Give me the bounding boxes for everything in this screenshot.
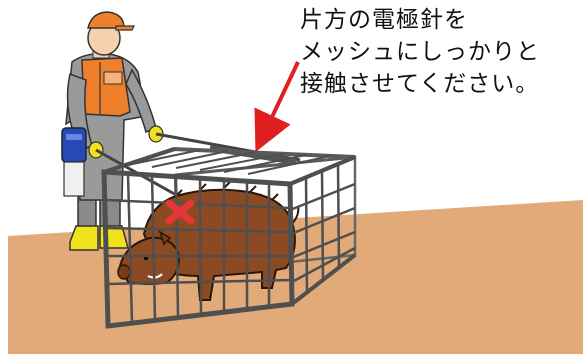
arrow-icon — [254, 61, 300, 153]
caption-line-3: 接触させてください。 — [300, 71, 540, 97]
x-mark-icon — [165, 199, 195, 225]
cage-mesh — [101, 147, 357, 329]
battery-icon — [61, 127, 87, 197]
caption-line-1: 片方の電極針を — [300, 7, 468, 33]
caption-line-2: メッシュにしっかりと — [300, 39, 540, 65]
instruction-caption: 片方の電極針を メッシュにしっかりと 接触させてください。 — [300, 4, 583, 100]
